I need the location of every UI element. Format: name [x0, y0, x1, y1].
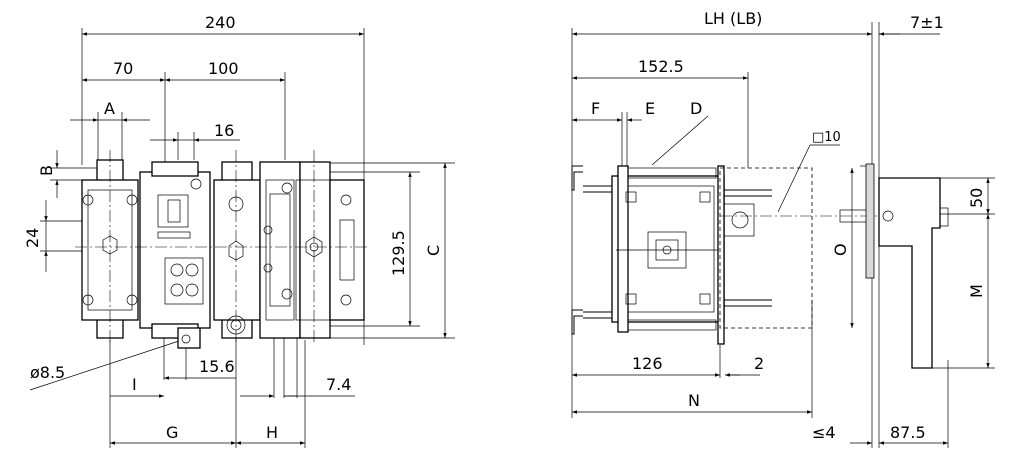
dim-2: 2 [754, 354, 764, 373]
dim-g: G [166, 423, 178, 442]
dim-24: 24 [23, 228, 42, 248]
dim-c: C [424, 245, 443, 256]
dim-126: 126 [632, 354, 663, 373]
dim-100: 100 [208, 59, 239, 78]
dim-o: O [831, 243, 850, 256]
dim-hole-diameter: ø8.5 [30, 363, 65, 382]
dim-16: 16 [214, 121, 234, 140]
dim-f: F [591, 99, 600, 118]
dim-b: B [37, 165, 56, 176]
side-view: LH (LB) 7±1 152.5 F E D □10 50 O M 126 2… [571, 9, 995, 448]
pole-module-3 [213, 161, 261, 339]
pole-module-4 [259, 161, 301, 339]
dim-7-4: 7.4 [326, 375, 351, 394]
rotary-handle [878, 177, 949, 369]
pole-module-6 [329, 179, 365, 321]
dim-152-5: 152.5 [638, 57, 684, 76]
rear-terminals [723, 189, 772, 307]
dim-7-plusminus-1: 7±1 [910, 13, 944, 32]
dim-50: 50 [967, 188, 986, 208]
dim-d: D [690, 99, 702, 118]
dim-87-5: 87.5 [890, 423, 926, 442]
dim-15-6: 15.6 [199, 357, 235, 376]
dim-e: E [645, 99, 655, 118]
pole-module-5 [295, 161, 335, 339]
dim-lh-lb: LH (LB) [704, 9, 762, 28]
door-plate [865, 163, 875, 279]
dim-n: N [688, 391, 700, 410]
pole-module-2 [139, 161, 211, 349]
dim-le-4: ≤4 [812, 423, 836, 442]
dim-a: A [104, 99, 115, 118]
dim-square-10: □10 [812, 130, 841, 145]
dim-m: M [967, 284, 986, 298]
switch-body [611, 165, 725, 345]
dim-70: 70 [113, 59, 133, 78]
dim-i: I [132, 375, 137, 394]
dim-240: 240 [205, 13, 236, 32]
dim-h: H [266, 423, 278, 442]
dim-129-5: 129.5 [389, 230, 408, 276]
front-view: 240 70 100 A 16 B 24 129.5 C ø8.5 I 15.6… [23, 13, 455, 448]
envelope-outline [719, 167, 813, 329]
